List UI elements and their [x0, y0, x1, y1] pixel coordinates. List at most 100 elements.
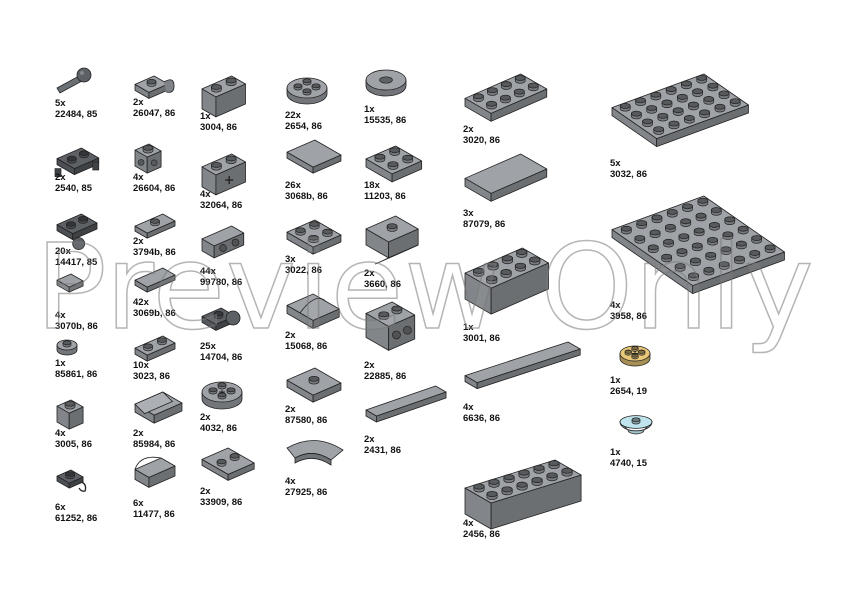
part-quantity: 2x [133, 236, 144, 247]
brick-2x4-icon [463, 236, 551, 318]
plate-1x2-icon [133, 324, 177, 365]
part-number-color: 3020, 86 [463, 135, 500, 146]
tile-2x2-icon [285, 136, 343, 177]
part-number-color: 3023, 86 [133, 371, 170, 382]
part-quantity: 25x [200, 341, 216, 352]
inverted-slope-icon [364, 204, 420, 265]
part-quantity: 4x [610, 300, 621, 311]
part-number-color: 2654, 86 [285, 121, 322, 132]
part-number-color: 14704, 86 [200, 352, 243, 363]
plate-ball-icon [55, 202, 99, 251]
slope-1x2-icon [133, 388, 184, 427]
part-quantity: 4x [463, 518, 474, 529]
part-quantity: 1x [463, 322, 474, 333]
round-plate-icon [55, 330, 79, 359]
round-tile-hole-icon [364, 66, 408, 100]
part-number-color: 11477, 86 [133, 509, 175, 520]
part-number-color: 2431, 86 [364, 445, 401, 456]
part-quantity: 2x [133, 97, 144, 108]
part-number-color: 99780, 86 [200, 277, 243, 288]
part-quantity: 4x [200, 189, 211, 200]
plate-ball-socket-icon [200, 296, 241, 334]
part-number-color: 87079, 86 [463, 219, 506, 230]
part-quantity: 2x [285, 330, 296, 341]
jumper-plate-icon [133, 202, 177, 242]
plate-6x6-icon [610, 184, 786, 298]
bar-ball-icon [55, 66, 95, 98]
part-quantity: 1x [364, 104, 375, 115]
part-number-color: 6636, 86 [463, 413, 500, 424]
part-number-color: 3005, 86 [55, 439, 92, 450]
plate-4x6-icon [610, 62, 750, 151]
curved-slope-2x2-icon [285, 290, 341, 332]
part-quantity: 18x [364, 180, 380, 191]
part-quantity: 42x [133, 297, 149, 308]
round-plate-2x2-icon [200, 372, 244, 413]
brick-studs-sides-icon [133, 132, 163, 177]
part-quantity: 6x [55, 502, 66, 513]
part-quantity: 5x [55, 98, 66, 109]
part-quantity: 4x [55, 428, 66, 439]
part-quantity: 4x [463, 402, 474, 413]
plate-handle-icon [54, 136, 101, 179]
part-quantity: 2x [200, 486, 211, 497]
bracket-inverted-icon [200, 222, 246, 262]
tile-1x4-icon [364, 382, 448, 426]
part-quantity: 2x [364, 268, 375, 279]
brick-1x2-icon [200, 64, 248, 121]
part-quantity: 1x [610, 447, 621, 458]
part-number-color: 85861, 86 [55, 369, 98, 380]
part-number-color: 11203, 86 [364, 191, 406, 202]
brick-2x6-icon [463, 448, 583, 533]
tile-1x6-icon [463, 338, 582, 393]
part-number-color: 27925, 86 [285, 487, 328, 498]
part-quantity: 6x [133, 498, 144, 509]
part-number-color: 33909, 86 [200, 497, 243, 508]
part-number-color: 22484, 85 [55, 109, 98, 120]
part-quantity: 44x [200, 266, 216, 277]
part-number-color: 85984, 86 [133, 439, 176, 450]
part-quantity: 2x [285, 404, 296, 415]
plate-2x4-icon [463, 62, 549, 125]
tile-2x2-studs-icon [200, 436, 256, 484]
part-number-color: 15068, 86 [285, 341, 328, 352]
part-number-color: 3958, 86 [610, 311, 647, 322]
part-number-color: 26604, 86 [133, 183, 176, 194]
part-quantity: 3x [285, 254, 296, 265]
plate-2x2-icon [285, 208, 343, 258]
part-quantity: 2x [200, 412, 211, 423]
part-number-color: 3022, 86 [285, 265, 322, 276]
part-number-color: 2540, 85 [55, 183, 92, 194]
tile-1x1-icon [55, 270, 85, 296]
part-quantity: 3x [463, 208, 474, 219]
part-number-color: 32064, 86 [200, 200, 243, 211]
